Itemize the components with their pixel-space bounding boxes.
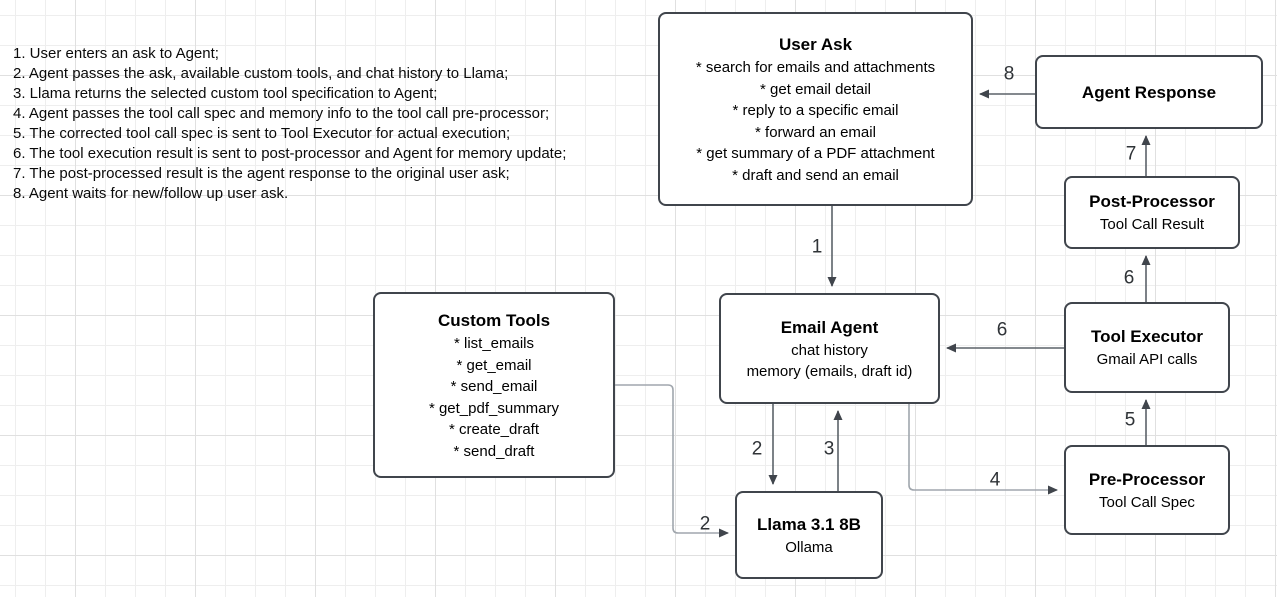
node-post-processor-subtitle: Tool Call Result bbox=[1099, 216, 1205, 234]
node-user-ask-title: User Ask bbox=[778, 35, 853, 54]
custom-tools-item: * list_emails bbox=[453, 335, 535, 352]
edge-label-1: 1 bbox=[811, 236, 823, 258]
node-llama-title: Llama 3.1 8B bbox=[757, 514, 861, 534]
edge-label-6-up: 6 bbox=[1123, 267, 1135, 289]
user-ask-item: * reply to a specific email bbox=[732, 102, 899, 119]
edge-custom-tools-to-llama bbox=[615, 384, 729, 538]
edge-email-agent-to-pre-processor bbox=[908, 404, 1058, 495]
node-tool-executor-title: Tool Executor bbox=[1090, 327, 1204, 347]
step-line: 3. Llama returns the selected custom too… bbox=[13, 85, 438, 102]
step-line: 8. Agent waits for new/follow up user as… bbox=[13, 185, 289, 202]
node-tool-executor-subtitle: Gmail API calls bbox=[1096, 351, 1198, 369]
node-email-agent: Email Agent chat history memory (emails,… bbox=[719, 293, 940, 404]
node-pre-processor-subtitle: Tool Call Spec bbox=[1099, 493, 1195, 511]
edge-label-2-tools: 2 bbox=[699, 513, 711, 535]
step-line: 4. Agent passes the tool call spec and m… bbox=[13, 105, 550, 122]
node-pre-processor-title: Pre-Processor bbox=[1088, 469, 1206, 489]
node-email-agent-title: Email Agent bbox=[780, 317, 879, 337]
user-ask-item: * search for emails and attachments bbox=[695, 59, 936, 76]
step-line: 7. The post-processed result is the agen… bbox=[13, 165, 510, 182]
node-pre-processor: Pre-Processor Tool Call Spec bbox=[1064, 445, 1230, 535]
edge-label-4: 4 bbox=[989, 469, 1001, 491]
custom-tools-item: * create_draft bbox=[448, 421, 540, 438]
node-post-processor-title: Post-Processor bbox=[1089, 192, 1215, 212]
step-line: 1. User enters an ask to Agent; bbox=[13, 45, 219, 62]
node-tool-executor: Tool Executor Gmail API calls bbox=[1064, 302, 1230, 393]
custom-tools-item: * send_email bbox=[450, 378, 538, 395]
custom-tools-item: * get_pdf_summary bbox=[428, 399, 560, 417]
node-agent-response-title: Agent Response bbox=[1081, 82, 1217, 102]
node-post-processor: Post-Processor Tool Call Result bbox=[1064, 176, 1240, 249]
edge-label-6-left: 6 bbox=[996, 319, 1008, 341]
node-custom-tools-title: Custom Tools bbox=[437, 311, 551, 330]
node-email-agent-line2: memory (emails, draft id) bbox=[746, 363, 913, 380]
edge-label-7: 7 bbox=[1125, 143, 1137, 165]
step-line: 5. The corrected tool call spec is sent … bbox=[13, 125, 511, 142]
node-custom-tools: Custom Tools * list_emails * get_email *… bbox=[373, 292, 615, 478]
user-ask-item: * get email detail bbox=[760, 80, 871, 98]
custom-tools-item: * get_email bbox=[456, 356, 532, 374]
edge-label-5: 5 bbox=[1124, 409, 1136, 431]
custom-tools-item: * send_draft bbox=[453, 442, 535, 460]
node-llama: Llama 3.1 8B Ollama bbox=[735, 491, 883, 579]
edge-label-8: 8 bbox=[1003, 63, 1015, 85]
steps-legend: 1. User enters an ask to Agent; 2. Agent… bbox=[13, 44, 566, 204]
node-user-ask: User Ask * search for emails and attachm… bbox=[658, 12, 973, 206]
node-email-agent-line1: chat history bbox=[791, 341, 868, 359]
user-ask-item: * forward an email bbox=[755, 123, 876, 141]
user-ask-item: * draft and send an email bbox=[732, 166, 899, 184]
user-ask-item: * get summary of a PDF attachment bbox=[696, 145, 935, 162]
step-line: 2. Agent passes the ask, available custo… bbox=[13, 65, 509, 82]
edge-label-2: 2 bbox=[751, 438, 763, 460]
node-llama-subtitle: Ollama bbox=[785, 538, 833, 556]
step-line: 6. The tool execution result is sent to … bbox=[13, 145, 567, 162]
node-agent-response: Agent Response bbox=[1035, 55, 1263, 129]
edge-label-3: 3 bbox=[823, 438, 835, 460]
